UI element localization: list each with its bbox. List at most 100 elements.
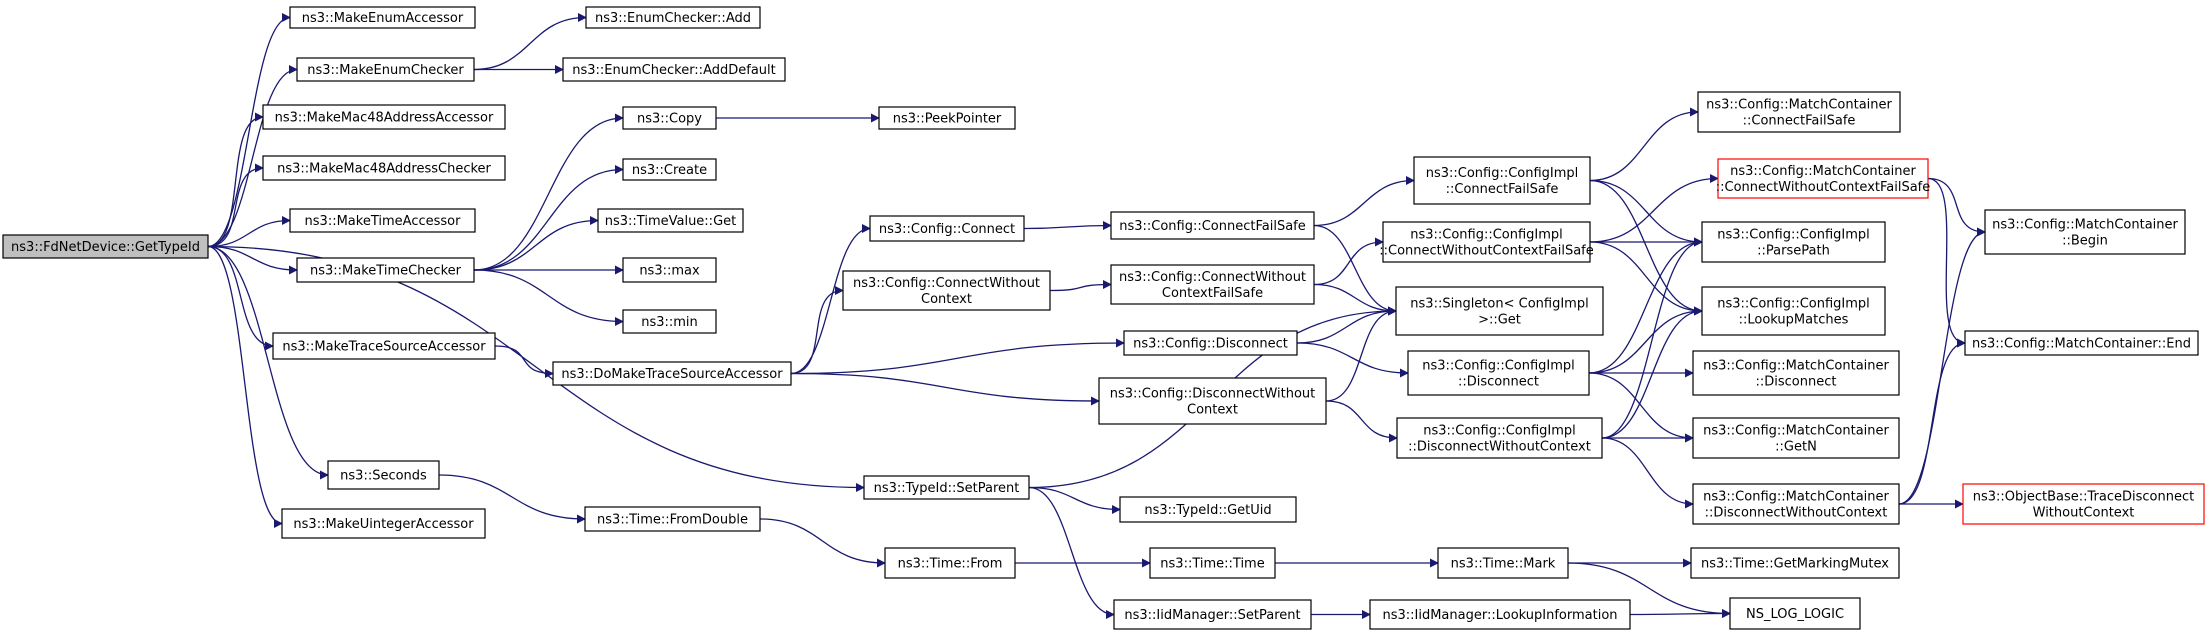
node-markMutex[interactable]: ns3::Time::GetMarkingMutex <box>1690 547 1900 579</box>
node-mac48Chk[interactable]: ns3::MakeMac48AddressChecker <box>262 155 506 181</box>
node-root[interactable]: ns3::FdNetDevice::GetTypeId <box>2 234 209 259</box>
node-mcDiscWoCtx[interactable]: ns3::Config::MatchContainer::DisconnectW… <box>1692 483 1900 525</box>
node-cfgConnWoCtx[interactable]: ns3::Config::ConnectWithoutContext <box>842 270 1051 311</box>
node-cfgDiscWoCtx[interactable]: ns3::Config::DisconnectWithoutContext <box>1098 377 1327 425</box>
node-label-line: ns3::Config::MatchContainer <box>1703 424 1889 439</box>
node-singleton[interactable]: ns3::Singleton< ConfigImpl >::Get <box>1395 286 1604 336</box>
node-timeChk[interactable]: ns3::MakeTimeChecker <box>296 257 475 283</box>
node-label-line: ::GetN <box>1775 440 1817 455</box>
node-implConnWoCtxFS[interactable]: ns3::Config::ConfigImpl::ConnectWithoutC… <box>1379 221 1594 263</box>
node-implDiscWoCtx[interactable]: ns3::Config::ConfigImpl::DisconnectWitho… <box>1396 417 1603 459</box>
node-fromDouble[interactable]: ns3::Time::FromDouble <box>584 506 761 532</box>
node-box <box>552 361 792 386</box>
call-edge-traceAcc-to-doTrace <box>494 345 554 378</box>
node-cfgDisc[interactable]: ns3::Config::Disconnect <box>1123 330 1298 356</box>
node-timeMark[interactable]: ns3::Time::Mark <box>1437 547 1569 579</box>
node-mcConnFS[interactable]: ns3::Config::MatchContainer::ConnectFail… <box>1697 91 1901 133</box>
node-iidLookup[interactable]: ns3::IidManager::LookupInformation <box>1369 599 1631 630</box>
node-box <box>1395 286 1604 336</box>
node-cfgConnect[interactable]: ns3::Config::Connect <box>869 215 1025 242</box>
node-mcGetN[interactable]: ns3::Config::MatchContainer::GetN <box>1692 417 1900 459</box>
node-timeTime[interactable]: ns3::Time::Time <box>1149 547 1276 579</box>
node-label-line: ::ConnectWithoutContextFailSafe <box>1716 180 1931 195</box>
call-edge-cfgDiscWoCtx-to-singleton <box>1325 306 1397 402</box>
node-label-line: ::ConnectWithoutContextFailSafe <box>1379 244 1594 259</box>
node-max[interactable]: ns3::max <box>622 257 717 283</box>
node-label-line: ns3::MakeMac48AddressAccessor <box>275 111 494 126</box>
node-mac48Acc[interactable]: ns3::MakeMac48AddressAccessor <box>262 104 506 130</box>
node-box <box>622 106 717 130</box>
node-mcEnd[interactable]: ns3::Config::MatchContainer::End <box>1964 330 2199 356</box>
node-label-line: Context <box>1187 403 1238 418</box>
node-enumAcc[interactable]: ns3::MakeEnumAccessor <box>289 6 476 29</box>
call-edge-cfgDisc-to-implDisc <box>1296 342 1409 378</box>
call-edge-implConnWoCtxFS-to-mcConnWoCtxFS <box>1589 174 1719 243</box>
call-edge-seconds-to-fromDouble <box>438 474 586 524</box>
node-typeIdSetParent[interactable]: ns3::TypeId::SetParent <box>863 475 1030 500</box>
node-parsePath[interactable]: ns3::Config::ConfigImpl::ParsePath <box>1701 221 1886 263</box>
node-label-line: ns3::Copy <box>637 112 702 127</box>
node-timeFrom[interactable]: ns3::Time::From <box>884 547 1016 579</box>
call-edge-cfgConnWoCtxFS-to-implConnWoCtxFS <box>1313 237 1384 286</box>
node-timeValGet[interactable]: ns3::TimeValue::Get <box>597 208 744 233</box>
node-peek[interactable]: ns3::PeekPointer <box>878 106 1016 130</box>
node-box <box>1692 483 1900 525</box>
node-box <box>1110 264 1315 305</box>
call-edge-root-to-timeAcc <box>207 216 291 248</box>
node-box <box>1113 599 1312 630</box>
call-edge-cfgDisc-to-singleton <box>1296 306 1397 344</box>
node-box <box>1701 221 1886 263</box>
node-lookup[interactable]: ns3::Config::ConfigImpl::LookupMatches <box>1701 286 1886 336</box>
node-copy[interactable]: ns3::Copy <box>622 106 717 130</box>
edges-layer <box>207 13 1986 619</box>
node-objTraceDisc[interactable]: ns3::ObjectBase::TraceDisconnectWithoutC… <box>1962 483 2205 525</box>
node-box <box>622 309 717 334</box>
node-label-line: ns3::Config::ConnectWithout <box>1119 270 1306 285</box>
node-label-line: ns3::IidManager::SetParent <box>1124 608 1300 623</box>
node-mcDisc[interactable]: ns3::Config::MatchContainer::Disconnect <box>1692 350 1900 396</box>
node-box <box>1396 417 1603 459</box>
call-edge-implConnWoCtxFS-to-lookup <box>1589 241 1703 316</box>
node-iidSetParent[interactable]: ns3::IidManager::SetParent <box>1113 599 1312 630</box>
node-mcBegin[interactable]: ns3::Config::MatchContainer::Begin <box>1984 209 2186 255</box>
call-edge-root-to-traceAcc <box>207 245 274 351</box>
node-implDisc[interactable]: ns3::Config::ConfigImpl::Disconnect <box>1407 350 1590 396</box>
node-label-line: ns3::Config::MatchContainer <box>1703 359 1889 374</box>
node-box <box>1697 91 1901 133</box>
node-mcConnWoCtxFS[interactable]: ns3::Config::MatchContainer::ConnectWith… <box>1716 158 1931 199</box>
call-edge-cfgConnect-to-cfgConnFS <box>1023 221 1112 231</box>
node-create[interactable]: ns3::Create <box>622 158 717 181</box>
node-seconds[interactable]: ns3::Seconds <box>327 460 440 490</box>
node-box <box>272 332 496 360</box>
node-doTrace[interactable]: ns3::DoMakeTraceSourceAccessor <box>552 361 792 386</box>
node-box <box>327 460 440 490</box>
node-nsLogLogic[interactable]: NS_LOG_LOGIC <box>1729 597 1861 630</box>
call-edge-cfgDiscWoCtx-to-implDiscWoCtx <box>1325 400 1398 443</box>
node-label-line: ns3::ObjectBase::TraceDisconnect <box>1973 490 2195 505</box>
node-box <box>863 475 1030 500</box>
node-typeIdGetUid[interactable]: ns3::TypeId::GetUid <box>1119 496 1297 523</box>
node-label-line: ns3::Config::MatchContainer::End <box>1972 337 2191 352</box>
node-implConnFS[interactable]: ns3::Config::ConfigImpl::ConnectFailSafe <box>1413 156 1591 205</box>
node-enumChkAdd[interactable]: ns3::EnumChecker::Add <box>585 6 761 29</box>
node-cfgConnWoCtxFS[interactable]: ns3::Config::ConnectWithoutContextFailSa… <box>1110 264 1315 305</box>
node-box <box>296 57 475 82</box>
node-label-line: ns3::Config::ConfigImpl <box>1423 424 1576 439</box>
node-traceAcc[interactable]: ns3::MakeTraceSourceAccessor <box>272 332 496 360</box>
node-enumChk[interactable]: ns3::MakeEnumChecker <box>296 57 475 82</box>
node-enumChkAddDef[interactable]: ns3::EnumChecker::AddDefault <box>562 57 786 82</box>
node-label-line: Context <box>921 292 972 307</box>
node-label-line: ::ParsePath <box>1757 244 1830 259</box>
node-label-line: ns3::Config::DisconnectWithout <box>1110 387 1316 402</box>
node-min[interactable]: ns3::min <box>622 309 717 334</box>
node-label-line: ns3::Config::Connect <box>879 222 1015 237</box>
node-label-line: ns3::MakeUintegerAccessor <box>293 517 474 532</box>
call-edge-mcConnWoCtxFS-to-mcEnd <box>1927 177 1966 348</box>
node-uintAcc[interactable]: ns3::MakeUintegerAccessor <box>281 508 486 539</box>
call-edge-implConnFS-to-mcConnFS <box>1589 107 1699 182</box>
node-timeAcc[interactable]: ns3::MakeTimeAccessor <box>289 208 476 233</box>
node-cfgConnFS[interactable]: ns3::Config::ConnectFailSafe <box>1110 211 1315 240</box>
node-box <box>1382 221 1591 263</box>
node-box <box>597 208 744 233</box>
